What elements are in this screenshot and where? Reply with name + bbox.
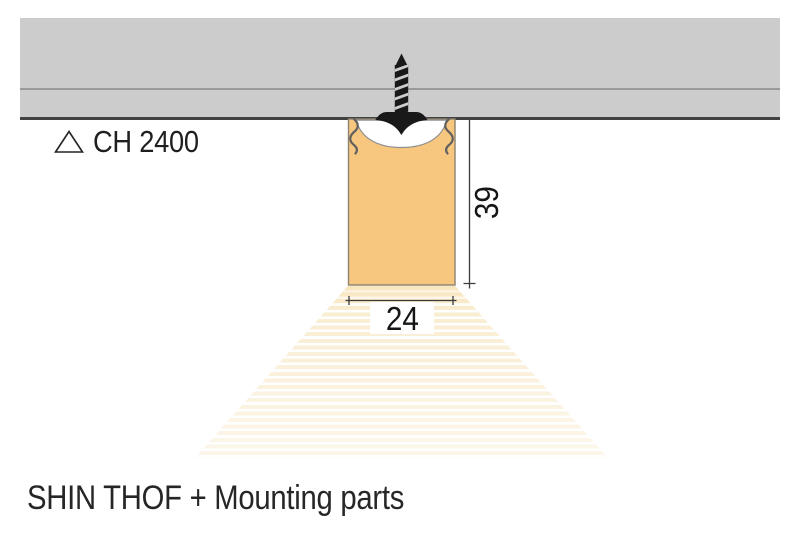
screw-icon <box>375 53 428 135</box>
screw-head <box>375 112 428 135</box>
screw-shaft <box>394 65 409 119</box>
ceiling-height-text: CH 2400 <box>93 124 199 159</box>
width-dimension-line <box>345 296 457 305</box>
mounting-clip-left <box>349 117 359 155</box>
dimension-lines <box>345 120 476 305</box>
height-dimension-line <box>463 120 476 289</box>
level-marker-icon <box>54 129 84 153</box>
ceiling-height-label: CH 2400 <box>54 126 213 157</box>
screw-tip <box>394 53 409 67</box>
mounting-clip-right <box>444 117 454 155</box>
diagram-caption: SHIN THOF + Mounting parts <box>27 479 405 517</box>
width-dimension-label: 24 <box>370 302 434 335</box>
height-dimension-label: 39 <box>467 186 505 220</box>
